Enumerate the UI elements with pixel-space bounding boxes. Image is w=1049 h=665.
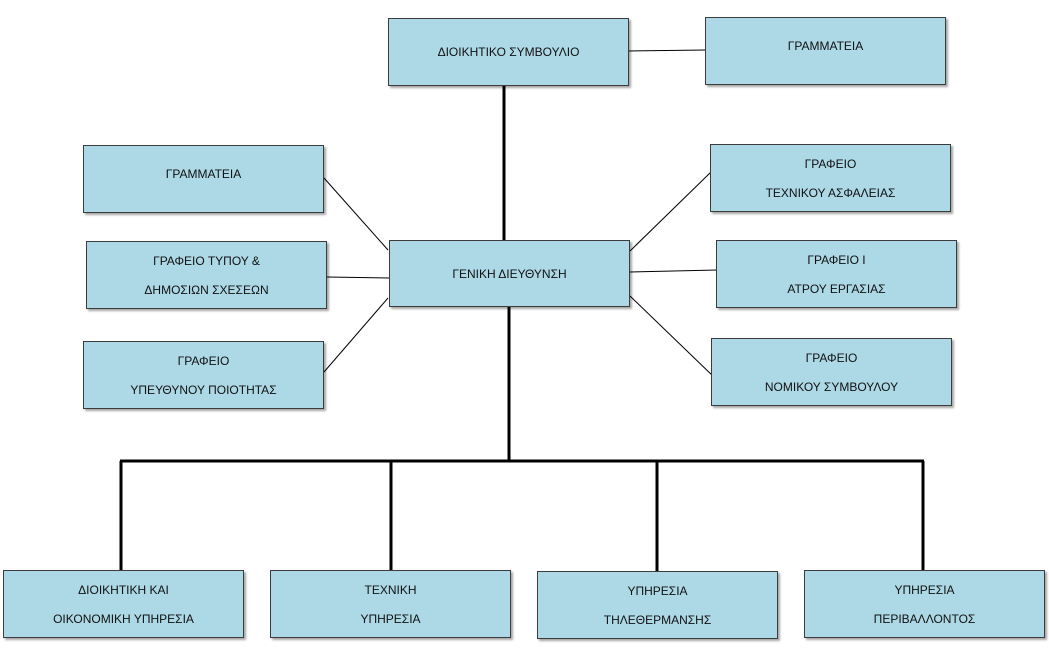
- secretariat-box: ΓΡΑΜΜΑΤΕΙΑ: [83, 145, 324, 213]
- connector-press-office: [326, 276, 390, 279]
- connector-safety-office: [629, 171, 712, 252]
- connector-secretariat: [323, 177, 389, 251]
- doctor-office-label-line2: ΑΤΡΟΥ ΕΡΓΑΣΙΑΣ: [787, 281, 886, 296]
- environment-label-line2: ΠΕΡΙΒΑΛΛΟΝΤΟΣ: [873, 611, 976, 626]
- admin-finance-box: ΔΙΟΙΚΗΤΙΚΗ ΚΑΙ ΟΙΚΟΝΟΜΙΚΗ ΥΠΗΡΕΣΙΑ: [3, 570, 244, 638]
- connector-legal-office: [629, 295, 716, 379]
- doctor-office-label-line1: ΓΡΑΦΕΙΟ Ι: [807, 252, 866, 267]
- safety-office-label-line1: ΓΡΑΦΕΙΟ: [804, 156, 857, 171]
- doctor-office-box: ΓΡΑΦΕΙΟ Ι ΑΤΡΟΥ ΕΡΓΑΣΙΑΣ: [716, 240, 957, 308]
- district-heating-label-line1: ΥΠΗΡΕΣΙΑ: [627, 583, 688, 598]
- board-secretariat-label: ΓΡΑΜΜΑΤΕΙΑ: [787, 39, 864, 53]
- board-secretariat-box: ΓΡΑΜΜΑΤΕΙΑ: [705, 17, 946, 85]
- quality-office-box: ΓΡΑΦΕΙΟ ΥΠΕΥΘΥΝΟΥ ΠΟΙΟΤΗΤΑΣ: [83, 341, 324, 409]
- legal-office-box: ΓΡΑΦΕΙΟ ΝΟΜΙΚΟΥ ΣΥΜΒΟΥΛΟΥ: [711, 338, 952, 406]
- connector-quality-office: [323, 297, 389, 373]
- press-office-label-line1: ΓΡΑΦΕΙΟ ΤΥΠΟΥ &: [153, 253, 260, 268]
- technical-box: ΤΕΧΝΙΚΗ ΥΠΗΡΕΣΙΑ: [270, 570, 511, 638]
- technical-label-line2: ΥΠΗΡΕΣΙΑ: [360, 611, 421, 626]
- connector-doctor-office: [629, 269, 718, 273]
- secretariat-label: ΓΡΑΜΜΑΤΕΙΑ: [165, 167, 242, 181]
- general-directorate-box: ΓΕΝΙΚΗ ΔΙΕΥΘΥΝΣΗ: [389, 240, 630, 307]
- connector-board-secretariat: [628, 49, 707, 52]
- board-box: ΔΙΟΙΚΗΤΙΚΟ ΣΥΜΒΟΥΛΙΟ: [388, 18, 629, 86]
- press-office-label-line2: ΔΗΜΟΣΙΩΝ ΣΧΕΣΕΩΝ: [144, 282, 269, 297]
- legal-office-label-line2: ΝΟΜΙΚΟΥ ΣΥΜΒΟΥΛΟΥ: [764, 379, 899, 394]
- technical-label-line1: ΤΕΧΝΙΚΗ: [364, 582, 417, 597]
- admin-finance-label-line1: ΔΙΟΙΚΗΤΙΚΗ ΚΑΙ: [78, 582, 169, 597]
- environment-box: ΥΠΗΡΕΣΙΑ ΠΕΡΙΒΑΛΛΟΝΤΟΣ: [804, 570, 1045, 638]
- environment-label-line1: ΥΠΗΡΕΣΙΑ: [894, 582, 955, 597]
- district-heating-box: ΥΠΗΡΕΣΙΑ ΤΗΛΕΘΕΡΜΑΝΣΗΣ: [537, 571, 778, 639]
- quality-office-label-line1: ΓΡΑΦΕΙΟ: [177, 353, 230, 368]
- press-office-box: ΓΡΑΦΕΙΟ ΤΥΠΟΥ & ΔΗΜΟΣΙΩΝ ΣΧΕΣΕΩΝ: [86, 241, 327, 309]
- legal-office-label-line1: ΓΡΑΦΕΙΟ: [805, 350, 858, 365]
- general-directorate-label: ΓΕΝΙΚΗ ΔΙΕΥΘΥΝΣΗ: [452, 266, 567, 281]
- board-label: ΔΙΟΙΚΗΤΙΚΟ ΣΥΜΒΟΥΛΙΟ: [437, 45, 580, 59]
- district-heating-label-line2: ΤΗΛΕΘΕΡΜΑΝΣΗΣ: [603, 612, 712, 627]
- quality-office-label-line2: ΥΠΕΥΘΥΝΟΥ ΠΟΙΟΤΗΤΑΣ: [130, 382, 277, 397]
- safety-office-box: ΓΡΑΦΕΙΟ ΤΕΧΝΙΚΟΥ ΑΣΦΑΛΕΙΑΣ: [710, 144, 951, 212]
- safety-office-label-line2: ΤΕΧΝΙΚΟΥ ΑΣΦΑΛΕΙΑΣ: [765, 185, 896, 200]
- admin-finance-label-line2: ΟΙΚΟΝΟΜΙΚΗ ΥΠΗΡΕΣΙΑ: [53, 611, 194, 626]
